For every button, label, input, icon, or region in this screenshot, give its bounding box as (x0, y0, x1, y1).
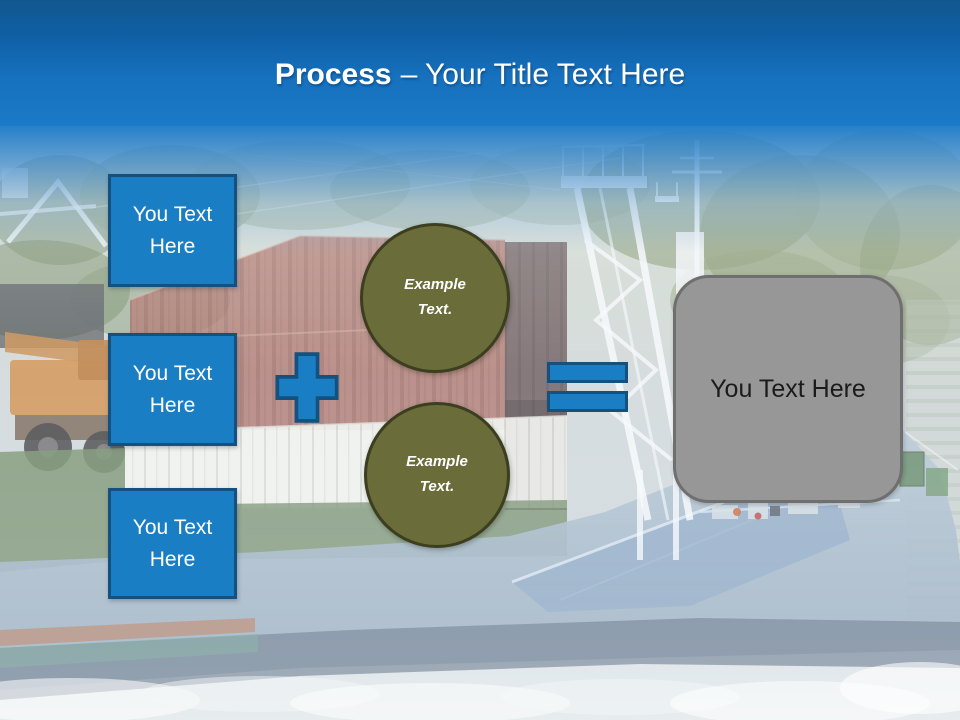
equals-icon[interactable] (547, 362, 628, 412)
input-box-2-label: You Text Here (132, 361, 213, 417)
equals-bar-bottom (547, 391, 628, 412)
input-box-3[interactable]: You Text Here (108, 488, 237, 599)
plus-icon[interactable] (275, 352, 339, 423)
slide-title-emphasis: Process (274, 58, 392, 91)
example-circle-1[interactable]: Example Text. (360, 223, 510, 373)
input-box-1[interactable]: You Text Here (108, 174, 237, 287)
example-circle-2[interactable]: Example Text. (364, 402, 510, 548)
input-box-3-label: You Text Here (132, 515, 213, 571)
result-box[interactable]: You Text Here (673, 275, 903, 503)
equals-bar-top (547, 362, 628, 383)
input-box-1-label: You Text Here (132, 202, 213, 258)
example-circle-1-label: Example Text. (404, 276, 466, 318)
input-box-2[interactable]: You Text Here (108, 333, 237, 446)
example-circle-2-label: Example Text. (406, 453, 468, 495)
slide-title[interactable]: Process– Your Title Text Here (0, 57, 960, 93)
result-box-label: You Text Here (710, 374, 866, 403)
slide-title-rest: – Your Title Text Here (400, 58, 686, 91)
